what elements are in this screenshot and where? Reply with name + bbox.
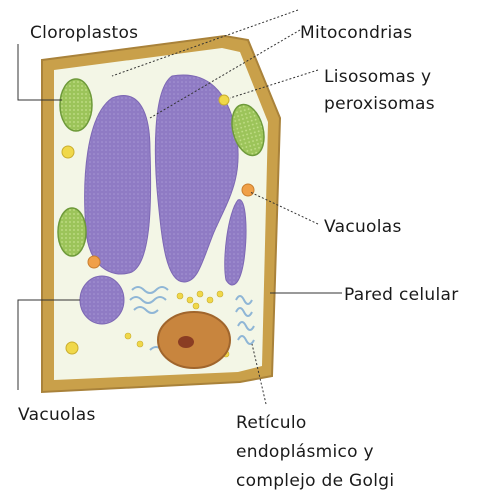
label-reticulo-line2: endoplásmico y xyxy=(236,441,374,463)
label-reticulo-line1: Retículo xyxy=(236,412,307,434)
label-cloroplastos: Cloroplastos xyxy=(30,22,138,44)
granule xyxy=(62,146,74,158)
label-vacuolas-left: Vacuolas xyxy=(18,404,96,426)
label-lisosomas-line1: Lisosomas y xyxy=(324,66,431,88)
label-lisosomas-line2: peroxisomas xyxy=(324,93,435,115)
granule xyxy=(88,256,100,268)
chloroplast-mid-left xyxy=(58,208,86,256)
label-mitocondrias: Mitocondrias xyxy=(300,22,412,44)
label-pared-celular: Pared celular xyxy=(344,284,459,306)
label-vacuolas-right: Vacuolas xyxy=(324,216,402,238)
label-reticulo-line3: complejo de Golgi xyxy=(236,470,394,492)
granule xyxy=(242,184,254,196)
granule xyxy=(219,95,229,105)
vacuole-small-left xyxy=(80,276,124,324)
granule xyxy=(66,342,78,354)
chloroplast-top-left xyxy=(60,79,92,131)
nucleolus xyxy=(178,336,194,348)
central-vacuole-left xyxy=(85,96,151,274)
nucleus xyxy=(158,312,230,368)
